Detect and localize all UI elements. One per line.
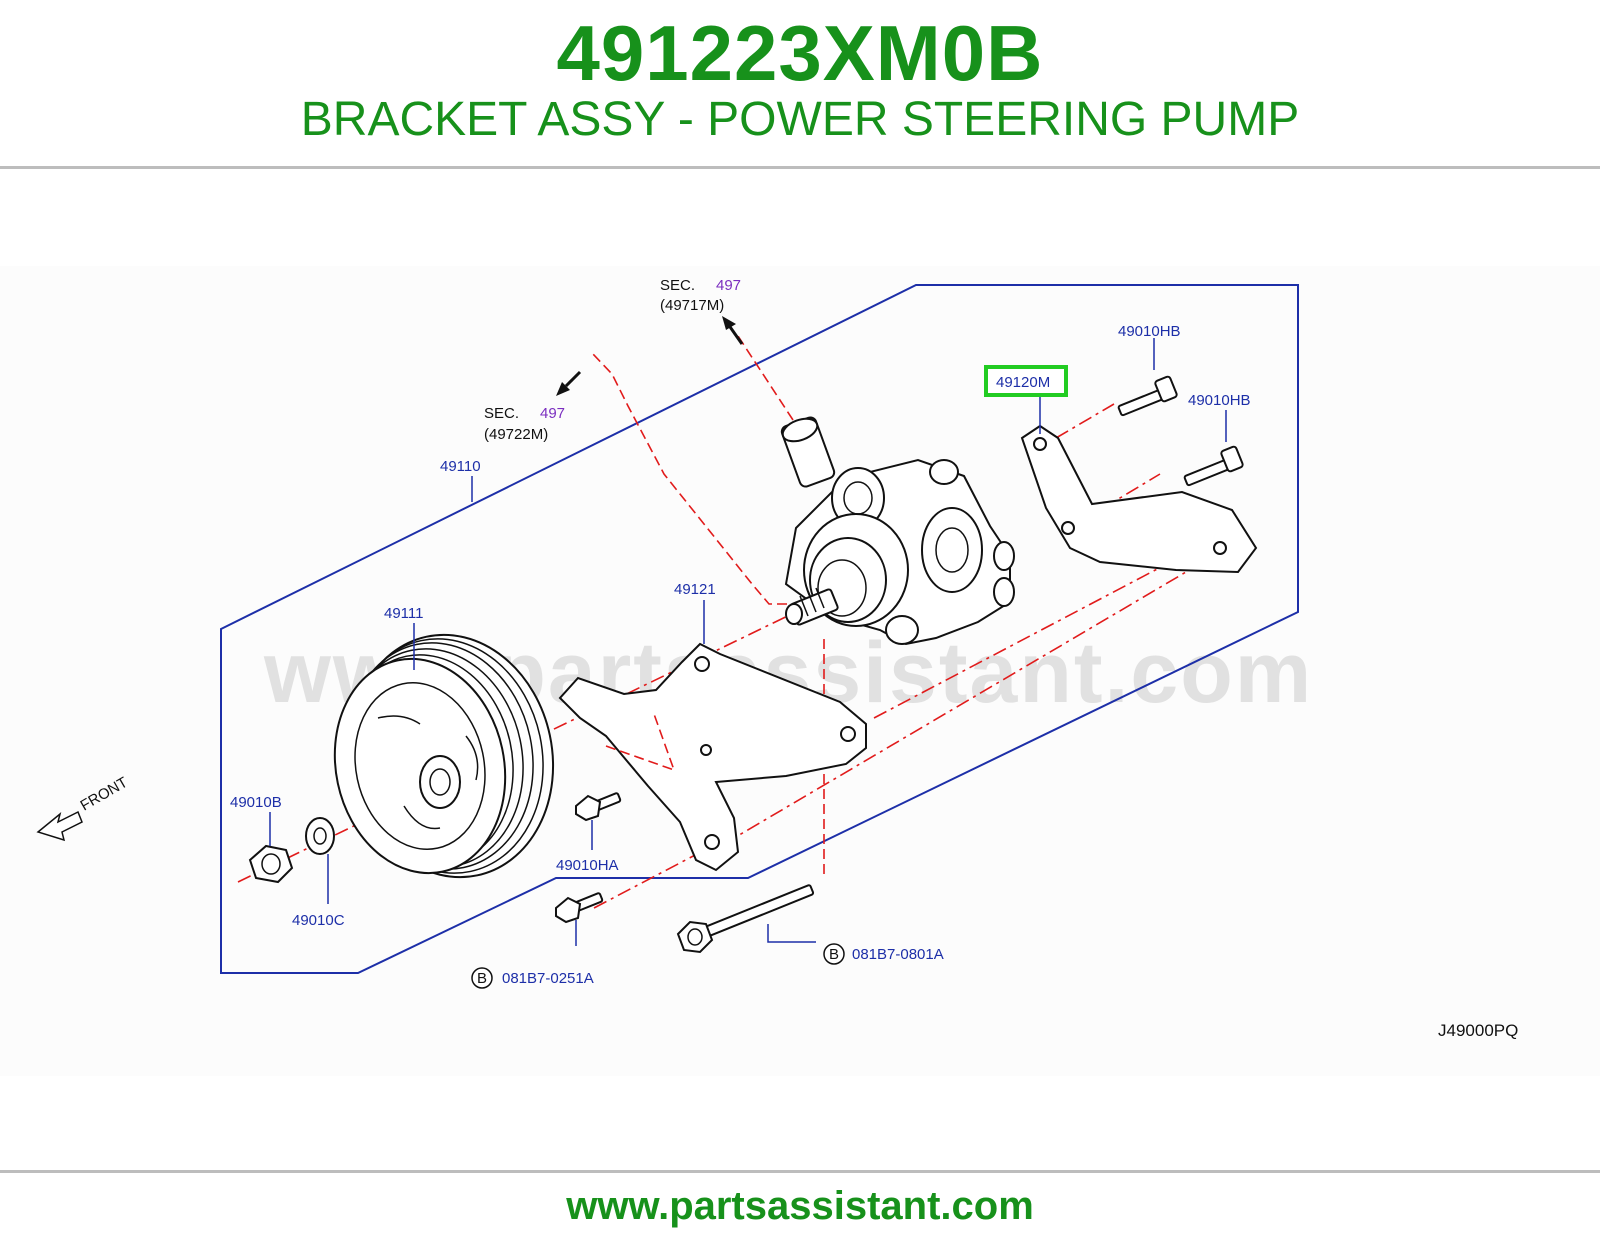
parts-diagram: www.partsassistant.com [0, 266, 1600, 1076]
sec-top-prefix: SEC. [660, 277, 695, 294]
b-circle-icon [823, 943, 845, 965]
sec-left-reference: (49722M) [484, 426, 548, 443]
arrow-down-left-icon [556, 370, 582, 396]
label-49110: 49110 [440, 458, 481, 475]
parts-diagram-svg: www.partsassistant.com [36, 277, 1518, 1040]
sec-top-number: 497 [716, 277, 741, 294]
header-divider [0, 166, 1600, 169]
page-header: 491223XM0B BRACKET ASSY - POWER STEERING… [0, 0, 1600, 168]
diagram-code: J49000PQ [1438, 1021, 1518, 1040]
sec-left-prefix: SEC. [484, 405, 519, 422]
sec-top-reference: (49717M) [660, 297, 724, 314]
hose-line-top [737, 335, 794, 421]
upper-bolt-axis-line [1055, 403, 1115, 439]
label-49010b: 49010B [230, 794, 282, 811]
front-label: FRONT [78, 774, 131, 815]
label-49120m: 49120M [996, 374, 1050, 391]
label-49111: 49111 [384, 605, 424, 622]
assembly-frame [220, 284, 1299, 974]
pulley-49111 [333, 633, 555, 879]
part-name-subtitle: BRACKET ASSY - POWER STEERING PUMP [300, 93, 1300, 146]
label-49010c: 49010C [292, 912, 345, 929]
bolt-081b7-0251a [555, 892, 604, 924]
lower-bracket-axis-line [723, 551, 1221, 845]
label-49121: 49121 [674, 581, 716, 598]
power-steering-pump [780, 416, 1015, 646]
b-mark-a: B [477, 970, 487, 987]
footer-divider [0, 1170, 1600, 1173]
bolt-49010ha [575, 792, 622, 822]
label-49010hb-lower: 49010HB [1188, 392, 1251, 409]
leader-081b7-0801a [767, 924, 816, 943]
front-bracket-49121 [558, 642, 867, 872]
bolt-49010hb-upper [1117, 375, 1178, 417]
label-081b7-0251a: 081B7-0251A [502, 970, 594, 987]
label-081b7-0801a: 081B7-0801A [852, 946, 944, 963]
highlight-box [984, 365, 1068, 397]
b-mark-b: B [829, 946, 839, 963]
hose-line-left [592, 353, 787, 605]
sec-left-number: 497 [540, 405, 565, 422]
bolt-081b7-0801a [676, 884, 815, 954]
label-49010hb-upper: 49010HB [1118, 323, 1181, 340]
washer-49010c [305, 817, 335, 855]
bolt-49010hb-lower [1183, 445, 1244, 487]
label-49010ha: 49010HA [556, 857, 619, 874]
rear-bracket-49120m [1020, 424, 1258, 574]
part-number-title: 491223XM0B [556, 9, 1044, 97]
middle-bolt-axis-line [1079, 473, 1161, 523]
nut-49010b [248, 844, 294, 884]
b-circle-icon [471, 967, 493, 989]
footer-url[interactable]: www.partsassistant.com [566, 1184, 1034, 1228]
arrow-up-icon [722, 316, 744, 345]
front-arrow-icon [36, 810, 83, 842]
